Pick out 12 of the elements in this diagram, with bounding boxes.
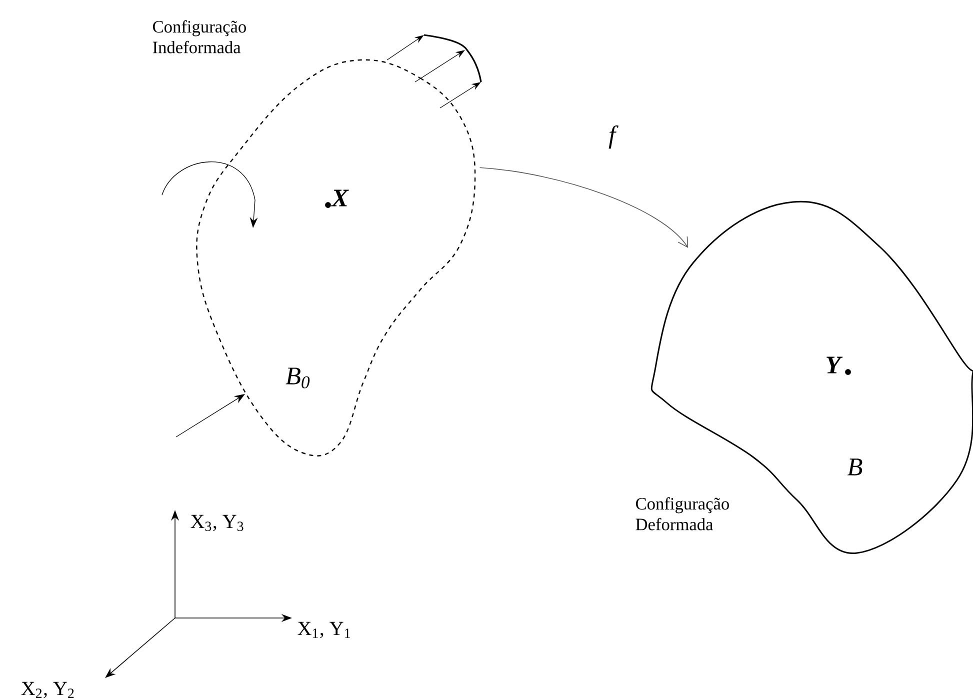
body-label: B bbox=[848, 458, 862, 476]
edge-label: f bbox=[608, 125, 618, 149]
axis-label: X$_{1}$, Y$_{1}$ bbox=[298, 622, 350, 638]
axis-label: X$_{2}$, Y$_{2}$ bbox=[21, 682, 74, 698]
axis-label: X$_{3}$, Y$_{3}$ bbox=[190, 514, 244, 532]
body-outline bbox=[196, 59, 476, 456]
body-label: B$_{0}$ bbox=[286, 368, 310, 388]
point-label: Y bbox=[826, 356, 843, 374]
point-label: X bbox=[330, 190, 349, 206]
configuration-label: Configuração Deformada bbox=[636, 497, 729, 530]
mapping-arrow bbox=[479, 167, 688, 248]
configuration-label: Configuração Indeformada bbox=[152, 20, 246, 54]
